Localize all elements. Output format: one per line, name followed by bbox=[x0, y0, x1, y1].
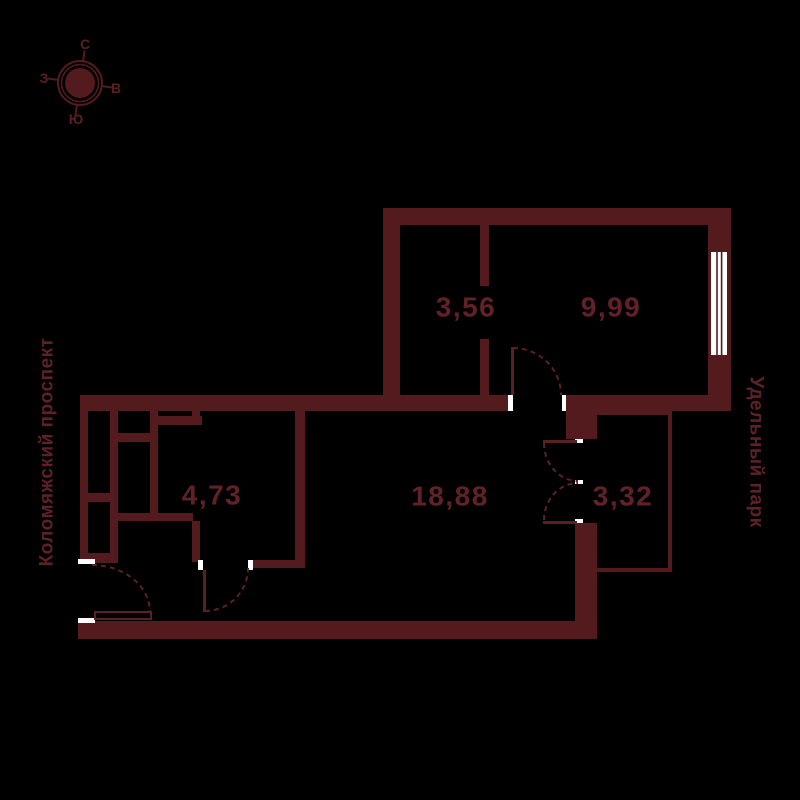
compass-label-south: Ю bbox=[69, 111, 83, 127]
compass-label-east: В bbox=[111, 80, 121, 96]
wall-closet2-south bbox=[88, 553, 118, 563]
door-double-lower-leaf bbox=[543, 521, 577, 524]
compass-label-north: С bbox=[80, 36, 90, 52]
window-mullion-2 bbox=[720, 252, 723, 355]
compass-spoke-south bbox=[74, 104, 78, 116]
wall-divider-356-999-lower bbox=[480, 339, 489, 395]
room-label-3-56: 3,56 bbox=[436, 292, 497, 323]
wall-divider-356-999-upper bbox=[480, 225, 489, 286]
compass-label-west: З bbox=[40, 70, 49, 86]
wall-living-west bbox=[295, 411, 305, 560]
wall-closet-divider-1 bbox=[110, 411, 118, 553]
compass-disc bbox=[65, 68, 95, 98]
wall-closet-south-band bbox=[110, 513, 193, 521]
wall-bottom-south bbox=[78, 621, 597, 639]
wall-top-west bbox=[383, 225, 400, 395]
compass-rose: С В Ю З bbox=[40, 36, 121, 127]
jamb-hall-door-left bbox=[198, 560, 203, 570]
door-double-upper-leaf bbox=[543, 440, 577, 443]
wall-band-east bbox=[566, 395, 731, 411]
jamb-entry-bottom bbox=[78, 618, 95, 623]
jamb-top-door-left bbox=[508, 395, 513, 411]
wall-332-southwest-chunk bbox=[575, 523, 597, 621]
door-top-swing-arc bbox=[512, 347, 562, 396]
jamb-double-door-top bbox=[575, 439, 583, 443]
street-label-right: Удельный парк bbox=[746, 376, 767, 527]
room-label-9-99: 9,99 bbox=[581, 292, 642, 323]
window-pane bbox=[711, 252, 727, 355]
window-mullion-1 bbox=[716, 252, 718, 355]
compass-spoke-north bbox=[82, 50, 86, 62]
compass-ring-inner bbox=[60, 63, 100, 103]
jamb-double-door-middle bbox=[575, 480, 583, 484]
jamb-double-door-bottom bbox=[575, 519, 583, 523]
door-double-lower-arc bbox=[543, 482, 579, 521]
wall-low-west bbox=[80, 411, 88, 560]
wall-niche-bar bbox=[158, 416, 202, 425]
wall-box-south bbox=[110, 433, 150, 442]
wall-332-east-thin bbox=[668, 413, 672, 572]
jamb-top-door-right bbox=[562, 395, 566, 411]
wall-hall-east-segment bbox=[253, 560, 305, 568]
jamb-hall-door-right bbox=[248, 560, 253, 570]
door-entry-swing-arc bbox=[91, 564, 151, 613]
compass-spokes bbox=[47, 50, 113, 116]
wall-top-north bbox=[383, 208, 731, 225]
wall-closet-divider-2 bbox=[150, 411, 158, 513]
compass-spoke-east bbox=[101, 85, 113, 89]
compass-ring-outer bbox=[57, 60, 103, 106]
door-hall-swing-arc bbox=[204, 567, 249, 612]
wall-332-northwest-chunk bbox=[566, 411, 597, 439]
door-top-leaf bbox=[511, 347, 514, 395]
door-hall-leaf bbox=[203, 570, 206, 612]
wall-hall-door-west bbox=[192, 521, 200, 562]
wall-332-north-thin bbox=[597, 411, 672, 415]
door-entry-leaf bbox=[94, 611, 152, 620]
wall-332-south-thin bbox=[597, 568, 672, 572]
street-label-left: Коломяжский проспект bbox=[37, 338, 58, 567]
wall-closet-shelf bbox=[88, 493, 110, 502]
jamb-entry-top bbox=[78, 559, 95, 564]
wall-band-west bbox=[80, 395, 508, 411]
room-label-18-88: 18,88 bbox=[411, 481, 489, 512]
door-double-upper-arc bbox=[543, 442, 579, 482]
compass-spoke-west bbox=[47, 77, 59, 81]
room-label-3-32: 3,32 bbox=[593, 481, 654, 512]
room-label-4-73: 4,73 bbox=[182, 480, 243, 511]
